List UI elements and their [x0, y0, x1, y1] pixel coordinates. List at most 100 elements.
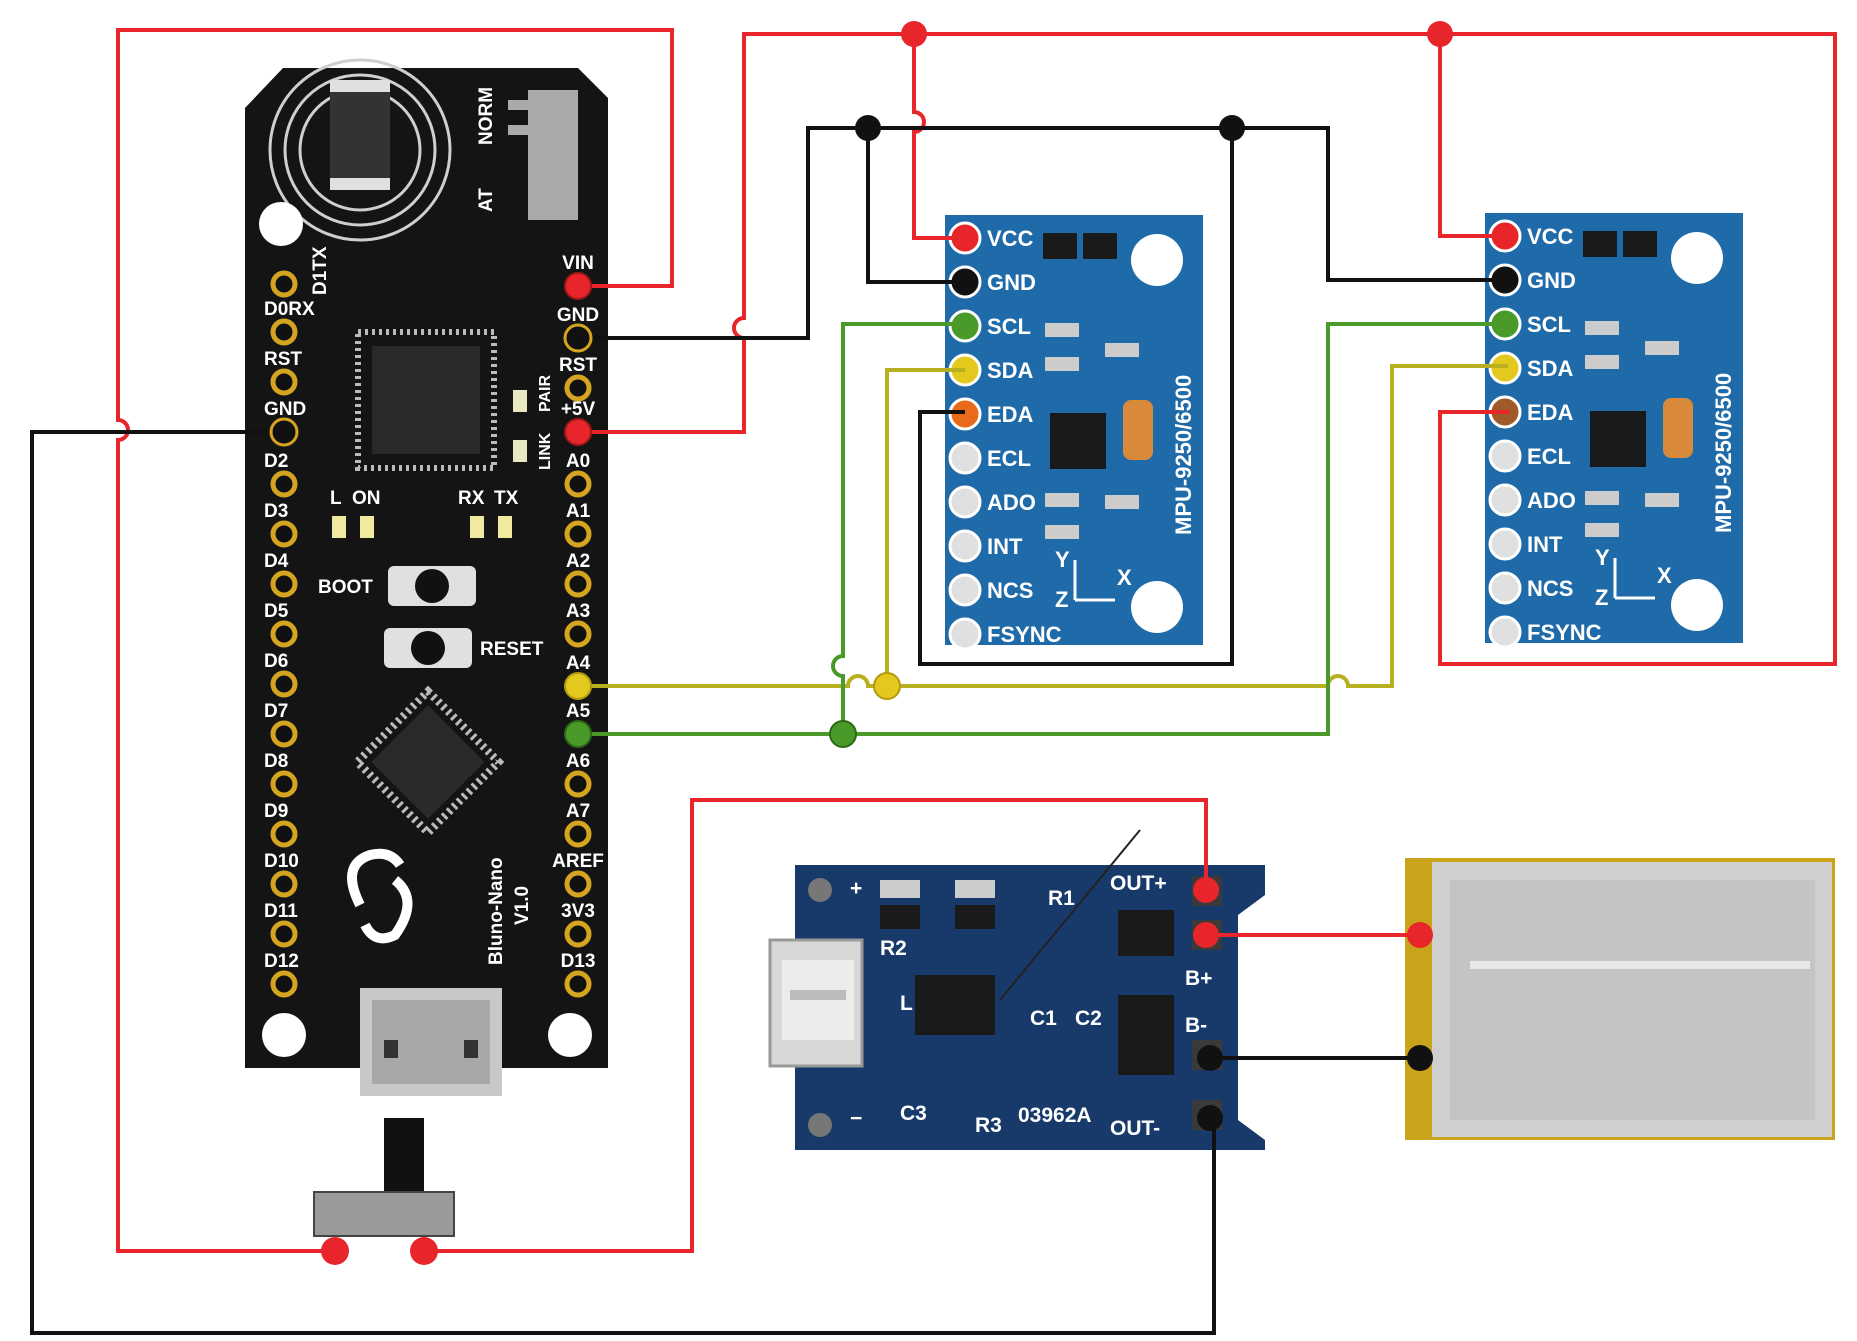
board-name: Bluno-Nano	[486, 857, 507, 965]
wire-gnd-out	[30, 430, 1216, 1335]
wire-gnd-board	[576, 126, 1508, 340]
pin-pad-d8	[270, 770, 298, 798]
mpu-chip	[1050, 413, 1106, 469]
led-on	[360, 516, 374, 538]
mpu-pin-label-ecl: ECL	[987, 446, 1031, 471]
mpu-pin-label-ncs: NCS	[1527, 576, 1573, 601]
label-c3: C3	[900, 1102, 927, 1125]
mpu-pin-label-sda: SDA	[1527, 356, 1574, 381]
axis-y-label: Y	[1055, 547, 1070, 572]
pin-label-d9: D9	[264, 801, 288, 822]
mpu-pin-label-int: INT	[987, 534, 1023, 559]
mpu-pin-ado	[1488, 483, 1522, 517]
junction-red-2	[1427, 21, 1453, 47]
label-r1: R1	[1048, 887, 1075, 910]
label-out-plus: OUT+	[1110, 872, 1167, 895]
led-pair	[513, 440, 527, 462]
capacitor	[1663, 398, 1693, 458]
led-l-label: L	[330, 488, 342, 509]
lipo-battery	[1405, 858, 1835, 1140]
mpu-pin-fsync	[1488, 615, 1522, 649]
dfrobot-logo	[347, 848, 413, 944]
mpu-pin-label-fsync: FSYNC	[987, 622, 1062, 647]
pin-pad-3v3	[564, 920, 592, 948]
wire-sda-1	[885, 368, 965, 686]
pin-label-gnd: GND	[557, 305, 599, 326]
axis-x-label: X	[1657, 563, 1672, 588]
pin-label-a3: A3	[566, 601, 590, 622]
label-r3: R3	[975, 1114, 1002, 1137]
bluno-nano-board: NORM AT D1TX D0RXRSTGNDD2D3D4D5D6D7D8D9D…	[245, 58, 608, 1096]
mpu-pin-label-gnd: GND	[1527, 268, 1576, 293]
mounting-hole	[1671, 579, 1723, 631]
mpu-pin-label-eda: EDA	[987, 402, 1034, 427]
pin-pad-a3	[564, 620, 592, 648]
micro-usb-port	[768, 938, 864, 1068]
power-switch[interactable]	[313, 1118, 455, 1237]
led-on-label: ON	[352, 488, 381, 509]
junction-red-1	[901, 21, 927, 47]
pin-label-a1: A1	[566, 501, 591, 522]
pin-label-d5: D5	[264, 601, 289, 622]
pin-pad-d10	[270, 870, 298, 898]
mpu-pin-label-int: INT	[1527, 532, 1563, 557]
boot-button[interactable]	[388, 566, 476, 606]
tp4056-charger: + − R1 R2 R3 C1 C2 C3 L 03962A OUT+ B+ B…	[768, 829, 1265, 1150]
junction-a4	[564, 672, 592, 700]
pin-label-a5: A5	[566, 701, 591, 722]
junction-battery-plus	[1407, 922, 1433, 948]
mounting-hole	[1131, 581, 1183, 633]
mounting-hole	[262, 1013, 306, 1057]
junction-gnd-right	[563, 323, 593, 353]
wire-gnd-1	[866, 128, 965, 284]
charger-ic	[915, 975, 995, 1035]
junction-vin	[564, 272, 592, 300]
usb-port	[360, 988, 502, 1096]
junction-battery-minus	[1407, 1045, 1433, 1071]
mpu-pin-label-ncs: NCS	[987, 578, 1033, 603]
pin-label-gnd: GND	[264, 399, 306, 420]
pin-pad-d2	[270, 470, 298, 498]
pin-label-vin: VIN	[562, 253, 594, 274]
mounting-hole	[1131, 234, 1183, 286]
junction-b-minus	[1197, 1045, 1223, 1071]
junction-sda	[873, 672, 901, 700]
led-rx	[470, 516, 484, 538]
mpu-pin-label-vcc: VCC	[987, 226, 1034, 251]
pin-pad-a0	[564, 470, 592, 498]
pin-pad-d6	[270, 670, 298, 698]
axis-icon	[1613, 558, 1655, 600]
pin-label-d10: D10	[264, 851, 299, 872]
pin-label-d12: D12	[264, 951, 299, 972]
wire-vcc-1	[912, 34, 965, 240]
board-version: V1.0	[512, 886, 533, 925]
pin-label-d4: D4	[264, 551, 289, 572]
label-b-minus: B-	[1185, 1014, 1207, 1037]
pin-label-d13: D13	[561, 951, 596, 972]
pin-label-rst: RST	[559, 355, 597, 376]
mpu-pin-label-ecl: ECL	[1527, 444, 1571, 469]
reset-button[interactable]	[384, 628, 472, 668]
mounting-hole	[259, 202, 303, 246]
mpu-pin-ecl	[948, 441, 982, 475]
pin-label-3v3: 3V3	[561, 901, 595, 922]
mcu-chip	[355, 329, 497, 471]
led-pair-label: PAIR	[537, 375, 554, 412]
mode-switch[interactable]	[528, 90, 578, 220]
junction-switch-1	[321, 1237, 349, 1265]
junction-a5	[564, 720, 592, 748]
switch-at-label: AT	[476, 188, 497, 212]
pin-pad-d12	[270, 970, 298, 998]
junction-black-1	[855, 115, 881, 141]
led-rx-label: RX	[458, 488, 485, 509]
wires	[30, 28, 1837, 1335]
mpu-pin-ncs	[948, 573, 982, 607]
mpu-chip	[1590, 411, 1646, 467]
mpu-pin-label-sda: SDA	[987, 358, 1034, 383]
mounting-hole	[548, 1013, 592, 1057]
pin-label-d2: D2	[264, 451, 288, 472]
pin-label-rst: RST	[264, 349, 302, 370]
pin-pad-d0rx	[270, 318, 298, 346]
label-b-plus: B+	[1185, 967, 1212, 990]
pin-pad-d3	[270, 520, 298, 548]
